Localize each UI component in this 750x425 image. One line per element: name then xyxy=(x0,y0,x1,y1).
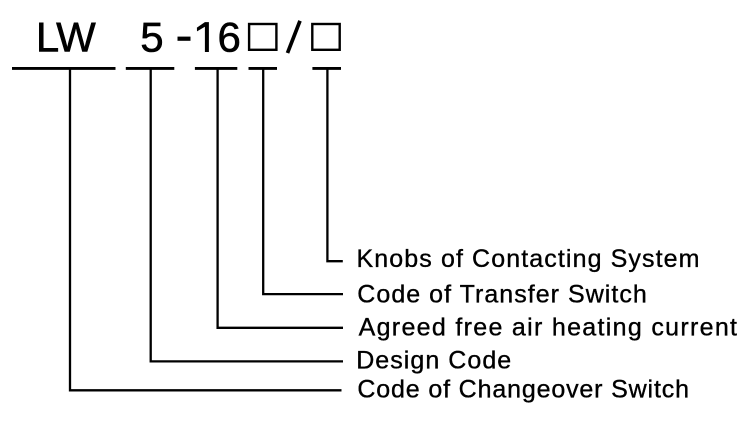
svg-text:Agreed free air heating curren: Agreed free air heating current xyxy=(359,314,737,342)
svg-text:LW: LW xyxy=(36,14,96,61)
svg-text:Knobs of Contacting System: Knobs of Contacting System xyxy=(357,245,700,273)
svg-text:Design Code: Design Code xyxy=(356,346,511,374)
svg-text:Code of Changeover Switch: Code of Changeover Switch xyxy=(357,376,689,404)
svg-text:6: 6 xyxy=(218,14,241,61)
svg-text:Code of Transfer Switch: Code of Transfer Switch xyxy=(357,281,647,309)
svg-text:5: 5 xyxy=(140,14,163,61)
